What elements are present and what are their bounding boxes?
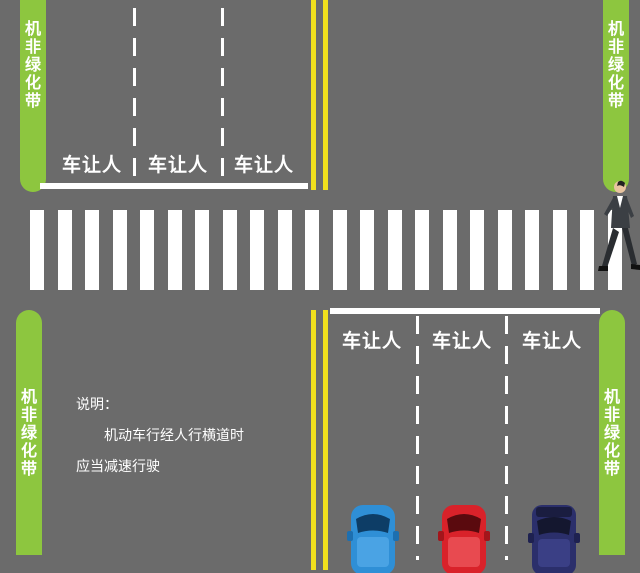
crosswalk-stripe (167, 210, 182, 290)
median-strip-top-left: 机 非 绿 化 带 (20, 0, 46, 192)
crosswalk-stripe (195, 210, 209, 290)
crosswalk-stripe (222, 210, 237, 290)
crosswalk-stripe (85, 210, 99, 290)
crosswalk-stripe (580, 210, 594, 290)
yield-label-top-lane-2: 车让人 (148, 154, 209, 176)
crosswalk-stripe (57, 210, 72, 290)
stop-line-bottom (330, 308, 600, 314)
yield-label-top-lane-3: 车让人 (234, 154, 295, 176)
crosswalk-stripe (140, 210, 154, 290)
yield-label-bottom-lane-1: 车让人 (342, 330, 403, 352)
navy-car-icon (528, 505, 580, 573)
crosswalk-stripe (552, 210, 567, 290)
lane-divider-top-2 (221, 8, 224, 183)
center-line-top-right (323, 0, 328, 190)
median-strip-bottom-right: 机 非 绿 化 带 (599, 310, 625, 555)
crosswalk-stripe (607, 210, 622, 290)
note-title: 说明： (76, 397, 118, 413)
yield-label-bottom-lane-3: 车让人 (522, 330, 583, 352)
blue-car-icon (347, 505, 399, 573)
lane-divider-bottom-1 (416, 316, 419, 560)
lane-divider-bottom-2 (505, 316, 508, 560)
median-strip-bottom-left: 机 非 绿 化 带 (16, 310, 42, 555)
crosswalk-stripe (387, 210, 402, 290)
center-line-bottom-right (323, 310, 328, 570)
note-line-2: 应当减速行驶 (76, 459, 160, 475)
stop-line-top (40, 183, 308, 189)
crosswalk-stripe (277, 210, 292, 290)
red-car-icon (438, 505, 490, 573)
crosswalk-stripe (360, 210, 374, 290)
yield-label-top-lane-1: 车让人 (62, 154, 123, 176)
crosswalk-stripe (470, 210, 484, 290)
center-line-bottom-left (311, 310, 316, 570)
crosswalk-stripe (305, 210, 319, 290)
lane-divider-top-1 (133, 8, 136, 183)
yield-label-bottom-lane-2: 车让人 (432, 330, 493, 352)
note-line-1: 机动车行经人行横道时 (104, 428, 244, 444)
center-line-top-left (311, 0, 316, 190)
pedestrian-icon (598, 180, 640, 271)
crosswalk-stripe (332, 210, 347, 290)
crosswalk-stripe (415, 210, 429, 290)
crosswalk-stripe (525, 210, 539, 290)
median-strip-top-right: 机 非 绿 化 带 (603, 0, 629, 192)
crosswalk-stripe (30, 210, 44, 290)
crosswalk-stripe (250, 210, 264, 290)
crosswalk-stripe (497, 210, 512, 290)
crosswalk-stripe (112, 210, 127, 290)
crosswalk-stripe (442, 210, 457, 290)
